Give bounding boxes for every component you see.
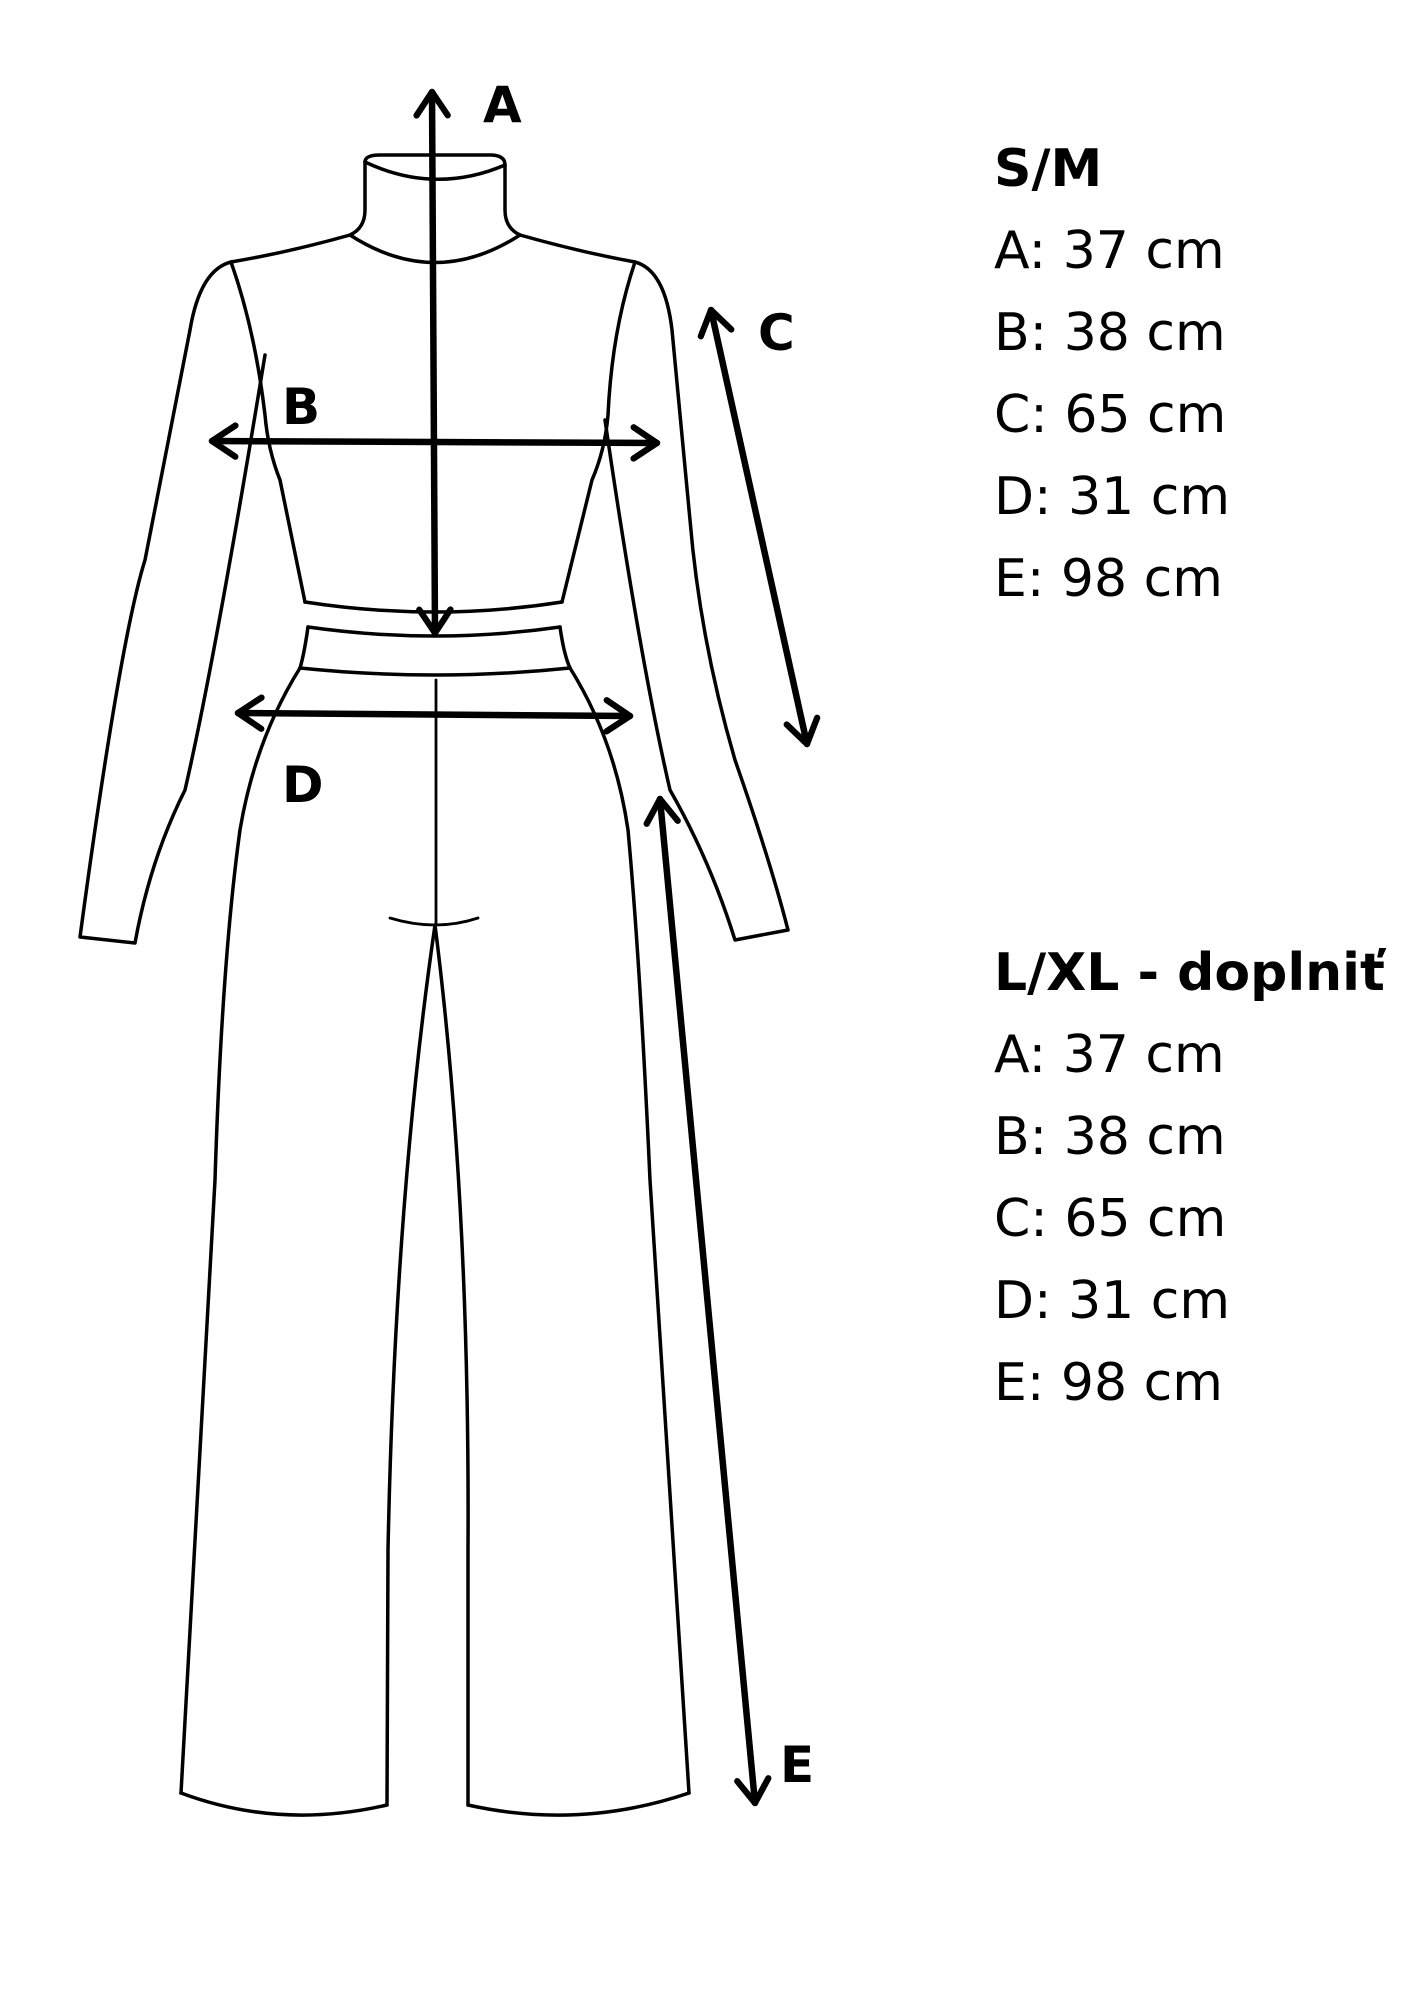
- measurement-c: C: 65 cm: [994, 1189, 1227, 1249]
- label-a: A: [483, 76, 522, 134]
- measurement-c: C: 65 cm: [994, 385, 1227, 445]
- top-outline: [78, 153, 790, 945]
- measurement-e: E: 98 cm: [994, 1353, 1223, 1413]
- measurement-d: D: 31 cm: [994, 467, 1231, 527]
- label-e: E: [780, 1736, 815, 1794]
- measurement-e: E: 98 cm: [994, 549, 1223, 609]
- measurement-b: B: 38 cm: [994, 1107, 1226, 1167]
- measurement-d: D: 31 cm: [994, 1271, 1231, 1331]
- size-table-l-xl: L/XL - doplniť A: 37 cm B: 38 cm C: 65 c…: [994, 932, 1385, 1424]
- pants-outline: [179, 625, 691, 1817]
- arrow-a: [413, 88, 454, 637]
- arrow-e: [643, 795, 772, 1807]
- measurement-arrows: [208, 88, 821, 1807]
- size-title: S/M: [994, 139, 1103, 199]
- label-d: D: [282, 756, 324, 814]
- arrow-d: [234, 694, 634, 735]
- measurement-b: B: 38 cm: [994, 303, 1226, 363]
- measurement-a: A: 37 cm: [994, 221, 1225, 281]
- size-table-s-m: S/M A: 37 cm B: 38 cm C: 65 cm D: 31 cm …: [994, 128, 1230, 620]
- arrow-c: [697, 306, 821, 748]
- label-c: C: [758, 304, 795, 362]
- size-title: L/XL - doplniť: [994, 943, 1385, 1003]
- measurement-a: A: 37 cm: [994, 1025, 1225, 1085]
- arrow-b: [208, 422, 661, 462]
- label-b: B: [282, 378, 321, 436]
